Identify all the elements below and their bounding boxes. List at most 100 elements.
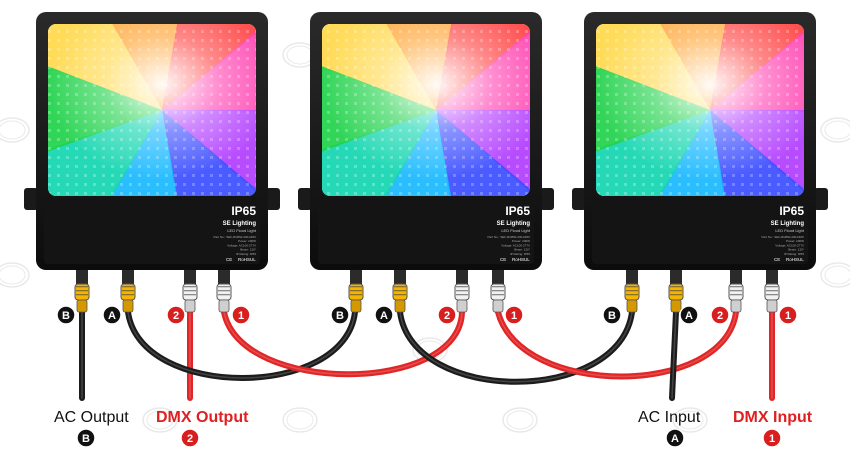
brand-text: SE Lighting — [223, 221, 257, 227]
spec-line: Beam: 120° — [788, 248, 805, 252]
info-plate — [318, 198, 534, 264]
ac-badge: A — [665, 428, 685, 448]
svg-text:2: 2 — [444, 310, 450, 322]
info-plate — [44, 198, 260, 264]
brand-text: SE Lighting — [497, 221, 531, 227]
cable-layer — [79, 309, 775, 401]
svg-text:2: 2 — [173, 310, 179, 322]
spec-line: Voltage: AC100-277V — [775, 243, 804, 247]
dmx-connector — [182, 270, 198, 313]
rgb-led-panel — [596, 24, 804, 196]
cert-mark: CE — [774, 257, 780, 262]
svg-text:2: 2 — [717, 310, 723, 322]
product-text: LED Flood Light — [501, 228, 531, 233]
brand-text: SE Lighting — [771, 221, 805, 227]
cert-mark: UL — [250, 257, 256, 262]
spec-line: Part No.: SEF-RGBW-200-DMX — [762, 235, 804, 239]
product-text: LED Flood Light — [775, 228, 805, 233]
spec-line: Part No.: SEF-RGBW-200-DMX — [488, 235, 530, 239]
spec-line: Power: 200W — [512, 239, 530, 243]
ac-badge: A — [679, 305, 699, 325]
ac-link-cable — [397, 309, 635, 385]
ac-connector — [668, 270, 684, 313]
ac-badge: B — [330, 305, 350, 325]
dmx-connector — [764, 270, 780, 313]
svg-text:1: 1 — [238, 310, 244, 322]
ac-input-cable — [669, 309, 679, 401]
watermark-logo — [142, 407, 178, 433]
dmx-connector — [490, 270, 506, 313]
mount-bracket-left — [298, 188, 312, 210]
dmx-badge: 1 — [504, 305, 524, 325]
dmx-output-label: DMX Output — [156, 409, 249, 426]
ac-connector — [120, 270, 136, 313]
svg-text:B: B — [608, 310, 616, 322]
dmx-badge: 2 — [437, 305, 457, 325]
dmx-link-cable — [221, 309, 465, 378]
dmx-badge: 2 — [710, 305, 730, 325]
spec-line: Voltage: AC100-277V — [501, 243, 530, 247]
svg-text:A: A — [671, 433, 679, 445]
ac-link-cable — [125, 309, 358, 381]
svg-text:B: B — [62, 310, 70, 322]
dmx-connector — [216, 270, 232, 313]
watermark-logo — [0, 262, 30, 288]
dmx-badge: 2 — [180, 428, 200, 448]
spec-line: IP Rating: IP65 — [236, 252, 256, 256]
ac-badge: A — [374, 305, 394, 325]
svg-text:B: B — [336, 310, 344, 322]
info-plate — [592, 198, 808, 264]
dmx-badge: 2 — [166, 305, 186, 325]
cert-mark: CE — [226, 257, 232, 262]
watermark-logo — [820, 117, 850, 143]
spec-line: Power: 200W — [238, 239, 256, 243]
svg-text:2: 2 — [187, 433, 193, 445]
cert-mark: RoHS — [786, 257, 798, 262]
spec-line: Voltage: AC100-277V — [227, 243, 256, 247]
watermark-logo — [820, 262, 850, 288]
ac-connector — [624, 270, 640, 313]
ac-output-label: AC Output — [54, 409, 129, 426]
mount-bracket-right — [814, 188, 828, 210]
spec-line: Beam: 120° — [514, 248, 531, 252]
ip-rating-text: IP65 — [231, 204, 256, 218]
svg-text:A: A — [108, 310, 116, 322]
ac-badge: B — [76, 428, 96, 448]
watermark-logo — [502, 407, 538, 433]
spec-line: Part No.: SEF-RGBW-200-DMX — [214, 235, 256, 239]
ac-badge: B — [56, 305, 76, 325]
dmx-input-label: DMX Input — [733, 409, 813, 426]
dmx-connector — [454, 270, 470, 313]
cert-mark: RoHS — [512, 257, 524, 262]
spec-line: IP Rating: IP65 — [784, 252, 804, 256]
ac-badge: B — [602, 305, 622, 325]
ac-connector — [74, 270, 90, 313]
watermark-logo — [0, 117, 30, 143]
dmx-badge: 1 — [231, 305, 251, 325]
spec-line: IP Rating: IP65 — [510, 252, 530, 256]
cert-mark: RoHS — [238, 257, 250, 262]
ip-rating-text: IP65 — [505, 204, 530, 218]
cert-mark: UL — [524, 257, 530, 262]
connector-layer — [74, 270, 780, 313]
cert-mark: CE — [500, 257, 506, 262]
ac-connector — [348, 270, 364, 313]
mount-bracket-left — [572, 188, 586, 210]
svg-text:1: 1 — [511, 310, 517, 322]
svg-text:A: A — [380, 310, 388, 322]
spec-line: Power: 200W — [786, 239, 804, 243]
svg-text:B: B — [82, 433, 90, 445]
dmx-connector — [728, 270, 744, 313]
watermark-logo — [282, 407, 318, 433]
spec-line: Beam: 120° — [240, 248, 257, 252]
ip-rating-text: IP65 — [779, 204, 804, 218]
ac-connector — [392, 270, 408, 313]
rgb-led-panel — [322, 24, 530, 196]
ac-input-label: AC Input — [638, 409, 701, 426]
